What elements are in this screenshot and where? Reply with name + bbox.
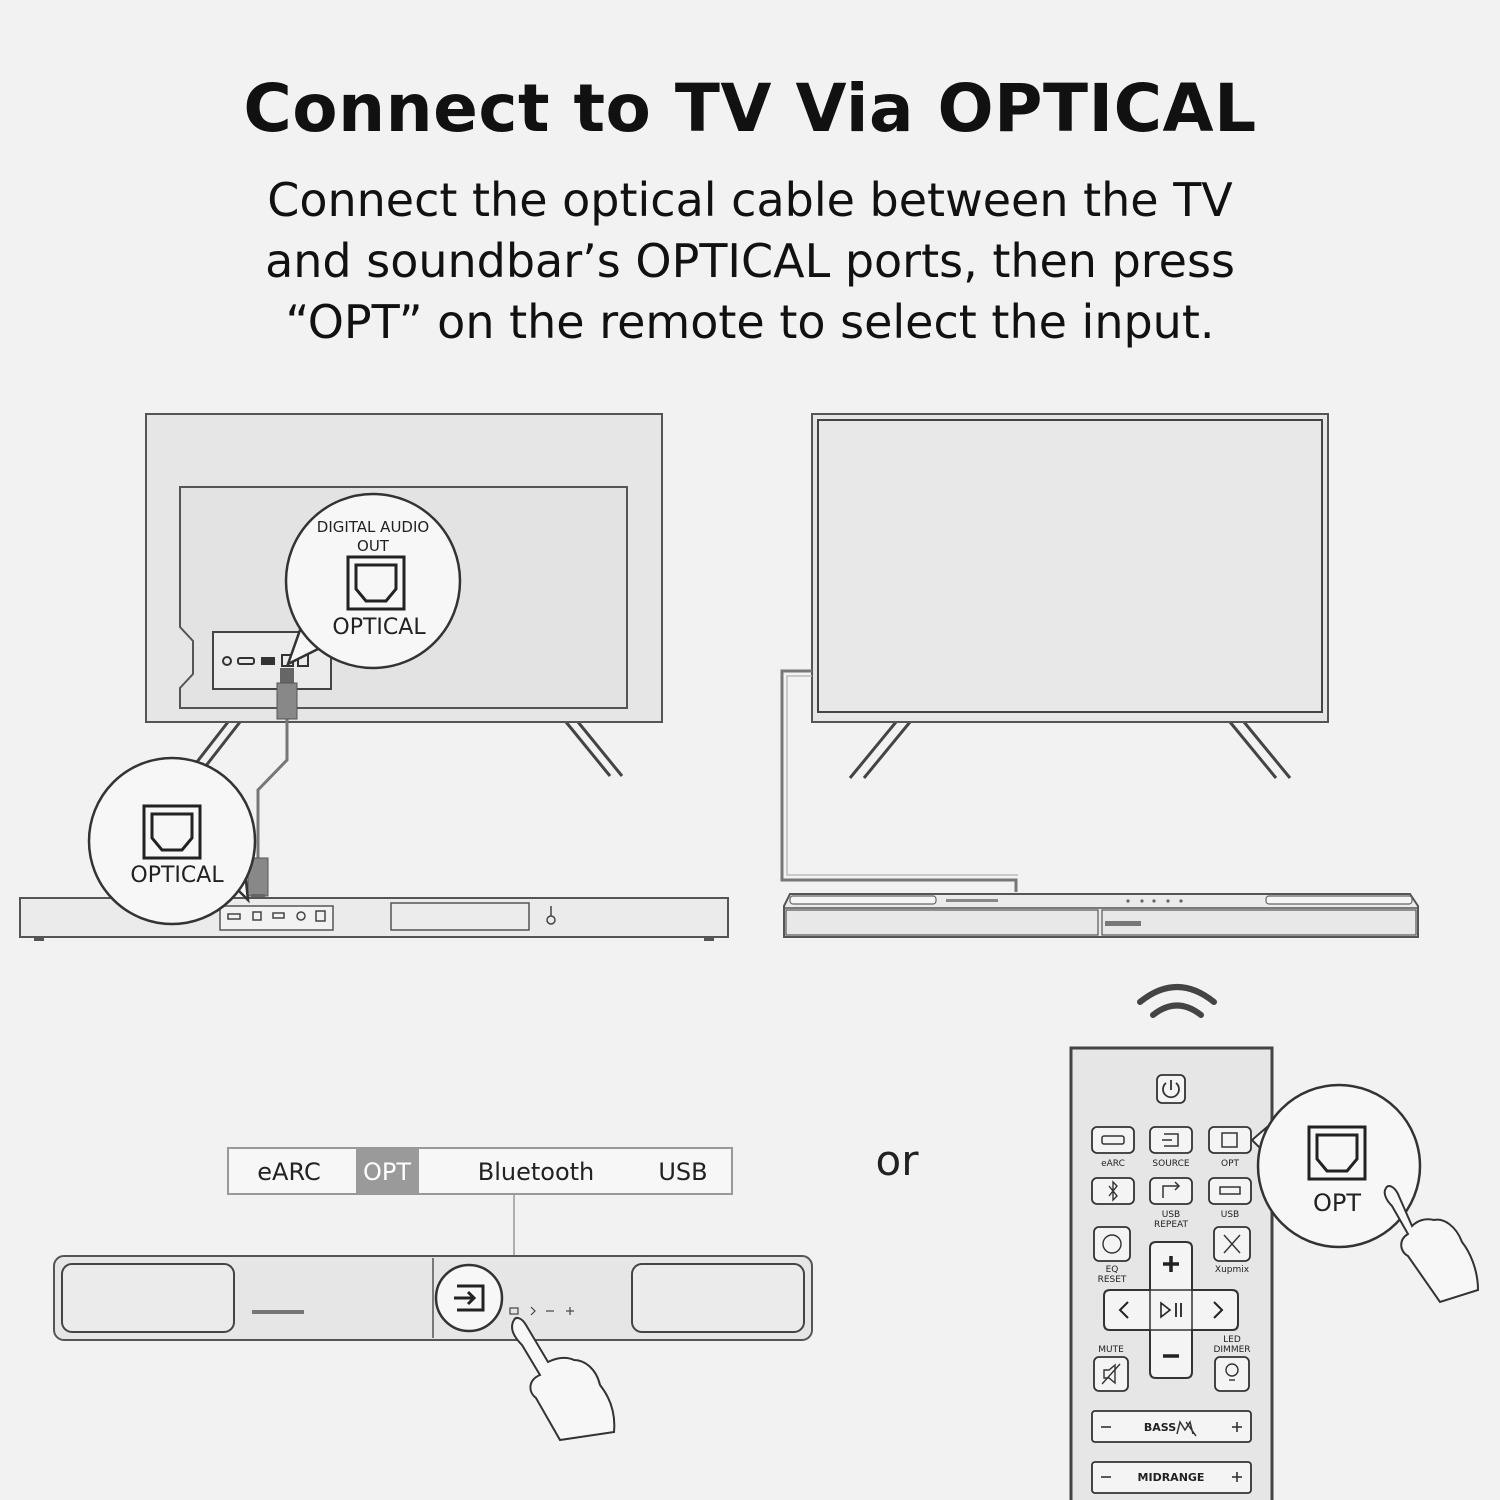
soundbar-optical-callout: OPTICAL	[87, 756, 257, 926]
eq-label-1: EQ	[1106, 1265, 1119, 1275]
optical-port-icon	[346, 555, 406, 611]
tv-front-leg-left	[848, 721, 898, 779]
soundbar-back-label-plate	[390, 902, 530, 931]
volume-up-button[interactable]	[1163, 1256, 1179, 1272]
usb-repeat-button[interactable]	[1149, 1177, 1193, 1205]
soundbar-front-right	[1101, 909, 1417, 936]
tv-front-leg-right-inner	[1242, 721, 1292, 779]
input-option-bluetooth: Bluetooth	[478, 1158, 595, 1186]
led-label-1: LED	[1223, 1335, 1241, 1345]
or-text: or	[876, 1136, 920, 1185]
next-button[interactable]	[1213, 1301, 1224, 1319]
pressing-hand-soundbar	[511, 1316, 616, 1442]
source-icon	[454, 1284, 485, 1312]
source-button[interactable]	[1149, 1126, 1193, 1154]
soundbar-callout-label: OPTICAL	[130, 863, 224, 888]
cable-boot-tv	[276, 682, 298, 720]
play-pause-button[interactable]	[1160, 1301, 1182, 1319]
earc-button[interactable]	[1091, 1126, 1135, 1154]
mute-label: MUTE	[1098, 1345, 1124, 1355]
opt-button[interactable]	[1208, 1126, 1252, 1154]
input-option-opt: OPT	[363, 1158, 411, 1186]
soundbar-top-logos	[946, 899, 998, 902]
pressing-hand-remote	[1383, 1185, 1480, 1304]
eq-reset-button[interactable]	[1093, 1226, 1131, 1262]
eq-label-2: RESET	[1098, 1275, 1127, 1285]
input-option-usb: USB	[658, 1158, 707, 1186]
input-selector-active-bg	[356, 1149, 419, 1193]
optical-cable	[247, 668, 298, 908]
input-selector: eARC OPT Bluetooth USB	[227, 1147, 733, 1300]
soundbar-foot-left	[34, 937, 44, 941]
opt-label: OPT	[1221, 1159, 1240, 1169]
soundbar-control-icons	[509, 1306, 574, 1316]
soundbar-back-port-aux	[296, 911, 306, 921]
usb-label: USB	[1221, 1210, 1239, 1220]
power-button[interactable]	[1156, 1074, 1186, 1104]
soundbar-front-display	[1105, 921, 1141, 926]
tv-port-usb	[261, 657, 275, 665]
usb-repeat-label-1: USB	[1162, 1210, 1180, 1220]
xupmix-button[interactable]	[1213, 1226, 1251, 1262]
earc-label: eARC	[1101, 1159, 1125, 1169]
remote-callout-label: OPT	[1313, 1189, 1361, 1217]
soundbar-back-port-usb	[272, 912, 285, 919]
tv-back-leg-right-inner	[576, 721, 624, 777]
cable-plug-tv	[280, 668, 294, 684]
subtitle-line-1: Connect the optical cable between the TV	[267, 173, 1233, 227]
tv-front-cable-inner	[786, 675, 1018, 876]
remote-opt-callout: OPT	[1250, 1083, 1480, 1304]
midrange-label: MIDRANGE	[1138, 1471, 1205, 1484]
soundbar-top-grille-left	[789, 895, 937, 905]
soundbar-back-port-hdmi	[227, 913, 241, 920]
tv-front-leg-right	[1228, 721, 1278, 779]
soundbar-top-view	[783, 893, 1419, 938]
remote-control: eARC SOURCE OPT USB REPEAT	[1069, 1046, 1480, 1500]
dpad	[1103, 1241, 1239, 1379]
input-option-earc: eARC	[257, 1158, 320, 1186]
soundbar-back-port-optical	[252, 911, 262, 921]
usb-button[interactable]	[1208, 1177, 1252, 1205]
subtitle-line-2: and soundbar’s OPTICAL ports, then press	[265, 234, 1235, 288]
mx-logo	[1176, 1420, 1197, 1437]
tv-front-leg-left-inner	[862, 721, 912, 779]
tv-back-leg-right	[564, 721, 612, 777]
page-subtitle: Connect the optical cable between the TV…	[0, 170, 1500, 353]
tv-callout-line1: DIGITAL AUDIO	[317, 518, 429, 536]
mute-button[interactable]	[1093, 1356, 1129, 1392]
tv-front-screen	[817, 419, 1323, 713]
led-dimmer-button[interactable]	[1214, 1356, 1250, 1392]
bluetooth-button[interactable]	[1091, 1177, 1135, 1205]
tv-optical-callout: DIGITAL AUDIO OUT OPTICAL	[284, 492, 462, 670]
led-label-2: DIMMER	[1213, 1345, 1250, 1355]
soundbar-front-speaker-left	[61, 1263, 235, 1333]
soundbar-front-left	[785, 909, 1099, 936]
tv-callout-line2: OUT	[357, 537, 390, 555]
signal-waves	[1137, 984, 1217, 1018]
soundbar-front-logos	[252, 1310, 304, 1314]
tv-callout-label: OPTICAL	[332, 615, 426, 640]
xupmix-label: Xupmix	[1215, 1265, 1250, 1275]
usb-repeat-label-2: REPEAT	[1154, 1220, 1189, 1230]
bass-control[interactable]: BASS	[1091, 1410, 1252, 1443]
tv-port-round	[222, 656, 232, 666]
previous-button[interactable]	[1118, 1301, 1129, 1319]
source-label: SOURCE	[1152, 1159, 1189, 1169]
page-title: Connect to TV Via OPTICAL	[243, 70, 1257, 147]
soundbar-back-port-dc	[315, 910, 326, 922]
midrange-control[interactable]: MIDRANGE	[1091, 1461, 1252, 1494]
tv-port-hdmi	[237, 657, 255, 665]
optical-port-icon	[142, 804, 202, 860]
soundbar-front-view	[53, 1255, 813, 1442]
soundbar-foot-right	[704, 937, 714, 941]
bass-label: BASS	[1144, 1421, 1176, 1434]
tv-front-cable	[780, 669, 1018, 892]
subtitle-line-3: “OPT” on the remote to select the input.	[285, 295, 1215, 349]
soundbar-front-speaker-right	[631, 1263, 805, 1333]
optical-port-icon	[1307, 1125, 1367, 1181]
tv-front-view	[780, 413, 1329, 892]
soundbar-top-grille-right	[1265, 895, 1413, 905]
